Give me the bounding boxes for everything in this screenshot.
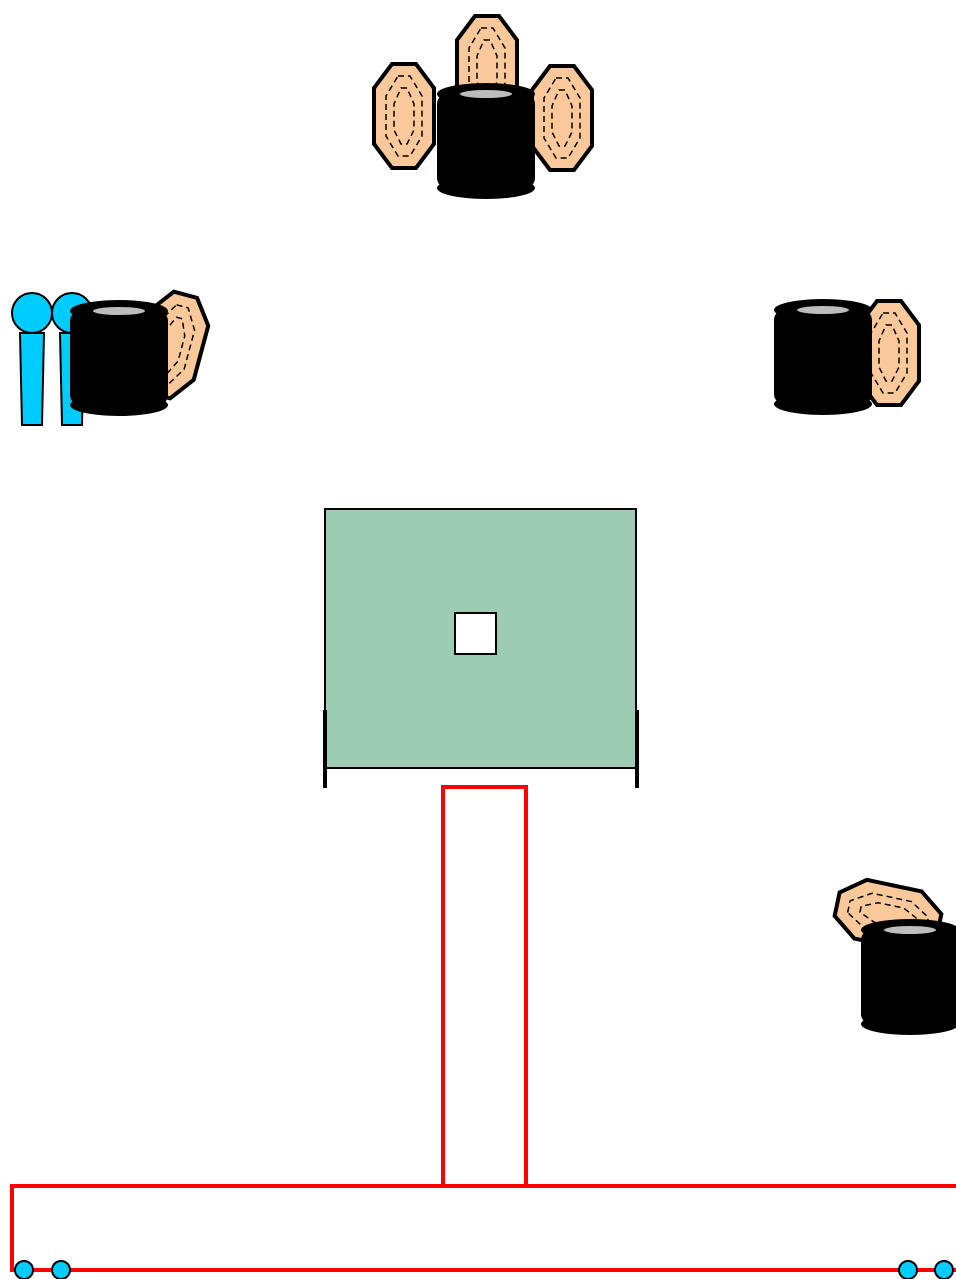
- barrel-icon: [861, 919, 956, 1035]
- start-box-icon: [454, 612, 497, 655]
- fault-line-marker-icon: [51, 1260, 71, 1279]
- steel-popper-icon: [11, 292, 53, 426]
- barrel-icon: [70, 300, 168, 416]
- fault-line-box: [10, 1184, 956, 1272]
- fault-line-marker-icon: [934, 1260, 954, 1279]
- fault-line-marker-icon: [898, 1260, 918, 1279]
- target-group-right: [774, 299, 921, 415]
- barrel-icon: [437, 83, 535, 199]
- shooting-area: [10, 785, 956, 1279]
- fault-line-marker-icon: [14, 1260, 34, 1279]
- fault-line-corridor: [441, 785, 528, 1186]
- barrel-icon: [774, 299, 872, 415]
- paper-target-icon: [530, 64, 594, 172]
- table: [323, 508, 639, 788]
- paper-target-icon: [372, 62, 436, 170]
- target-group-left: [11, 285, 217, 426]
- target-group-lower-right: [828, 872, 956, 1035]
- target-group-top: [372, 14, 594, 199]
